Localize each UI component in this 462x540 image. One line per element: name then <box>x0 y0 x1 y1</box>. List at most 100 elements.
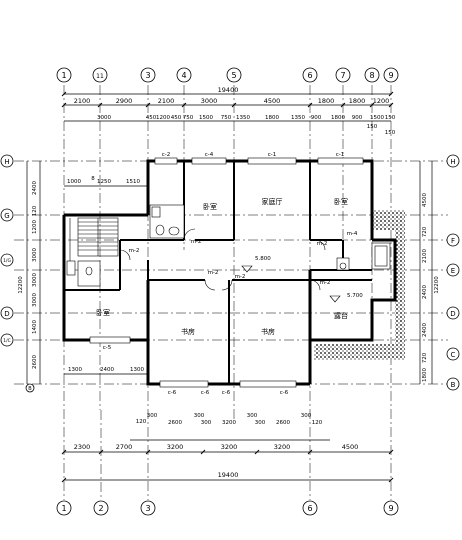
axis-left-1G: 1/G <box>3 258 11 264</box>
dim-left-extra-1: 8 <box>91 176 95 182</box>
opening-c1a: c-1 <box>268 152 277 158</box>
axis-top-4: 4 <box>181 71 186 80</box>
dim-top-r2-9: 1350 <box>291 115 305 121</box>
dim-left-7: 2600 <box>32 355 38 369</box>
axis-bottom-3: 3 <box>145 504 150 513</box>
terrace-hatch <box>314 210 405 360</box>
axis-right-D: D <box>450 310 455 318</box>
right-axis-markers <box>446 154 460 391</box>
opening-c1b: c-1 <box>336 152 345 158</box>
dim-top-r1-3: 3000 <box>201 97 218 105</box>
dim-top-r2-14: 150 <box>385 115 396 121</box>
dim-top-extra-0: 150 <box>367 124 378 130</box>
dim-left-0: 2400 <box>32 181 38 195</box>
bathroom-fixtures <box>66 204 391 287</box>
dim-top-r2-13: 1500 <box>370 115 384 121</box>
dim-left-5: 3000 <box>32 293 38 307</box>
dim-bottom-r1-0: 2300 <box>74 443 91 451</box>
axis-top-6: 6 <box>307 71 312 80</box>
dim-bottom-r2-0: 120 <box>136 419 147 425</box>
dim-top-r2-6: 750 <box>221 115 232 121</box>
dim-top-r2-8: 1800 <box>265 115 279 121</box>
right-dimensions <box>419 161 433 384</box>
dim-left-6: 1400 <box>32 320 38 334</box>
axis-left-G: G <box>4 212 9 220</box>
opening-m4: m-4 <box>347 231 358 237</box>
dim-bottom-r2-4: 300 <box>201 420 212 426</box>
dim-top-r2-11: 1800 <box>331 115 345 121</box>
axis-right-H: H <box>450 158 455 166</box>
dim-bottom-r2-7: 300 <box>255 420 266 426</box>
dim-bottom-r2-9: 300 <box>301 413 312 419</box>
dim-left-4: 3000 <box>32 273 38 287</box>
dim-bottom-r2-3: 300 <box>194 413 205 419</box>
dim-bottom-r2-5: 3200 <box>222 420 236 426</box>
opening-m2c: m-2 <box>208 270 219 276</box>
dim-right-1: 720 <box>422 226 428 237</box>
dim-top-r1-4: 4500 <box>264 97 281 105</box>
dim-left-extra-0: 1000 <box>67 179 81 185</box>
dim-top-r2-1: 450 <box>146 115 157 121</box>
dim-top-r1-2: 2100 <box>158 97 175 105</box>
dim-bottom-r1-2: 3200 <box>167 443 184 451</box>
dim-bottom-r2-6: 300 <box>247 413 258 419</box>
dim-bottom-r1-5: 4500 <box>342 443 359 451</box>
dim-bottom-r2-10: 120 <box>312 420 323 426</box>
windows-top <box>89 157 364 388</box>
interior-walls <box>64 161 372 384</box>
axis-left-H: H <box>4 158 9 166</box>
dim-bottom-total: 19400 <box>218 471 239 479</box>
room-bed1: 卧室 <box>203 202 217 211</box>
dim-right-0: 4500 <box>422 193 428 207</box>
axis-right-E: E <box>451 267 455 275</box>
doors <box>119 228 326 291</box>
left-wing-dim-lines <box>64 185 148 375</box>
dim-left-2: 1200 <box>32 220 38 234</box>
dim-right-5: 720 <box>422 352 428 363</box>
dim-top-r2-12: 900 <box>352 115 363 121</box>
dim-right-4: 2400 <box>422 323 428 337</box>
opening-m2d: m-2 <box>235 274 246 280</box>
left-axis-markers <box>0 154 35 393</box>
axis-top-9: 9 <box>388 71 393 80</box>
axis-right-B: B <box>451 381 456 389</box>
dim-top-r2-7: 1350 <box>236 115 250 121</box>
dim-bottom-r1-1: 2700 <box>116 443 133 451</box>
bottom-dimensions <box>61 439 394 483</box>
axis-left-B: B <box>28 386 32 392</box>
dim-top-r2-5: 1500 <box>199 115 213 121</box>
opening-m2b: m-2 <box>129 248 140 254</box>
dim-bottom-r1-3: 3200 <box>221 443 238 451</box>
axis-left-1C: 1/C <box>3 338 11 344</box>
dim-top-r2-3: 450 <box>171 115 182 121</box>
dim-right-6: 1800 <box>422 368 428 382</box>
vertical-axis-lines <box>63 85 392 500</box>
dim-top-r1-6: 1800 <box>349 97 366 105</box>
axis-top-1: 1 <box>61 71 66 80</box>
opening-c4: c-4 <box>205 152 214 158</box>
opening-c6c: c-6 <box>280 390 289 396</box>
opening-c6a: c-6 <box>168 390 177 396</box>
dim-bottom-r2-2: 2600 <box>168 420 182 426</box>
dim-room-w-2: 1300 <box>130 367 144 373</box>
level-main: 5.800 <box>255 256 271 262</box>
opening-m2e: m-2 <box>317 241 328 247</box>
axis-left-D: D <box>4 310 9 318</box>
opening-c6b: c-6 <box>222 390 231 396</box>
room-family: 家庭厅 <box>262 197 283 206</box>
room-study2: 书房 <box>261 327 275 336</box>
bottom-axis-markers <box>56 500 399 516</box>
dim-top-r1-5: 1800 <box>318 97 335 105</box>
dim-bottom-r2-8: 2600 <box>276 420 290 426</box>
top-dimensions <box>61 91 394 122</box>
axis-bottom-9: 9 <box>388 504 393 513</box>
opening-c6d: c-6 <box>201 390 210 396</box>
dim-top-r2-0: 3000 <box>97 115 111 121</box>
top-axis-markers <box>56 67 399 83</box>
axis-top-8: 8 <box>369 71 374 80</box>
axis-right-C: C <box>451 351 456 359</box>
level-terrace: 5.700 <box>347 293 363 299</box>
opening-c2: c-2 <box>162 152 171 158</box>
axis-bottom-6: 6 <box>307 504 312 513</box>
left-dimensions <box>26 161 41 384</box>
